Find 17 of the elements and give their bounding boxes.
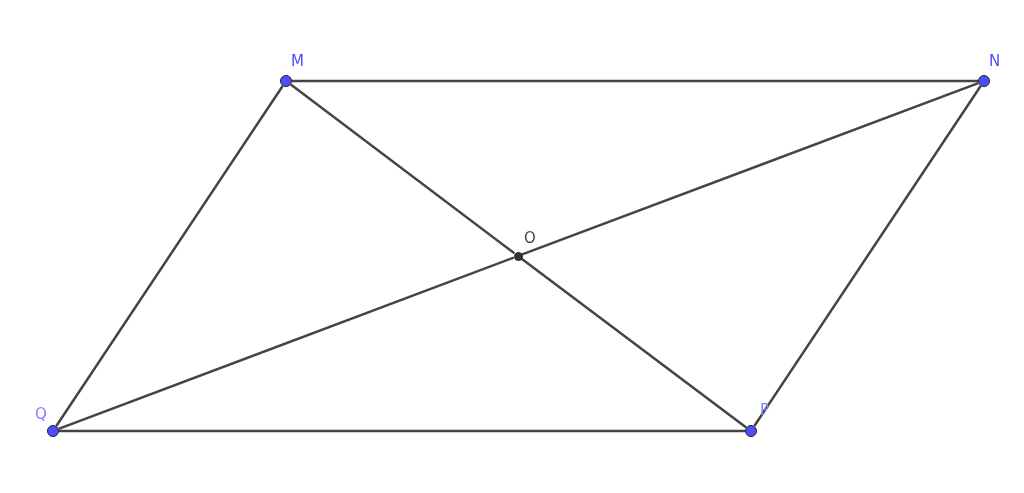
point-dot xyxy=(978,75,990,87)
line-segment xyxy=(59,429,745,433)
point-dot xyxy=(280,75,292,87)
line-segment xyxy=(753,85,982,427)
point-label: M xyxy=(291,52,304,70)
point-label: N xyxy=(989,52,1001,70)
point-label: O xyxy=(524,229,536,247)
line-segment xyxy=(58,256,515,431)
point-label: Q xyxy=(35,405,47,423)
point-dot xyxy=(47,425,59,437)
line-segment xyxy=(292,79,978,83)
line-segment xyxy=(520,257,747,429)
line-segment xyxy=(521,81,979,256)
point-dot xyxy=(513,251,523,261)
line-segment xyxy=(290,83,516,255)
point-dot xyxy=(745,425,757,437)
line-segment xyxy=(55,85,284,427)
